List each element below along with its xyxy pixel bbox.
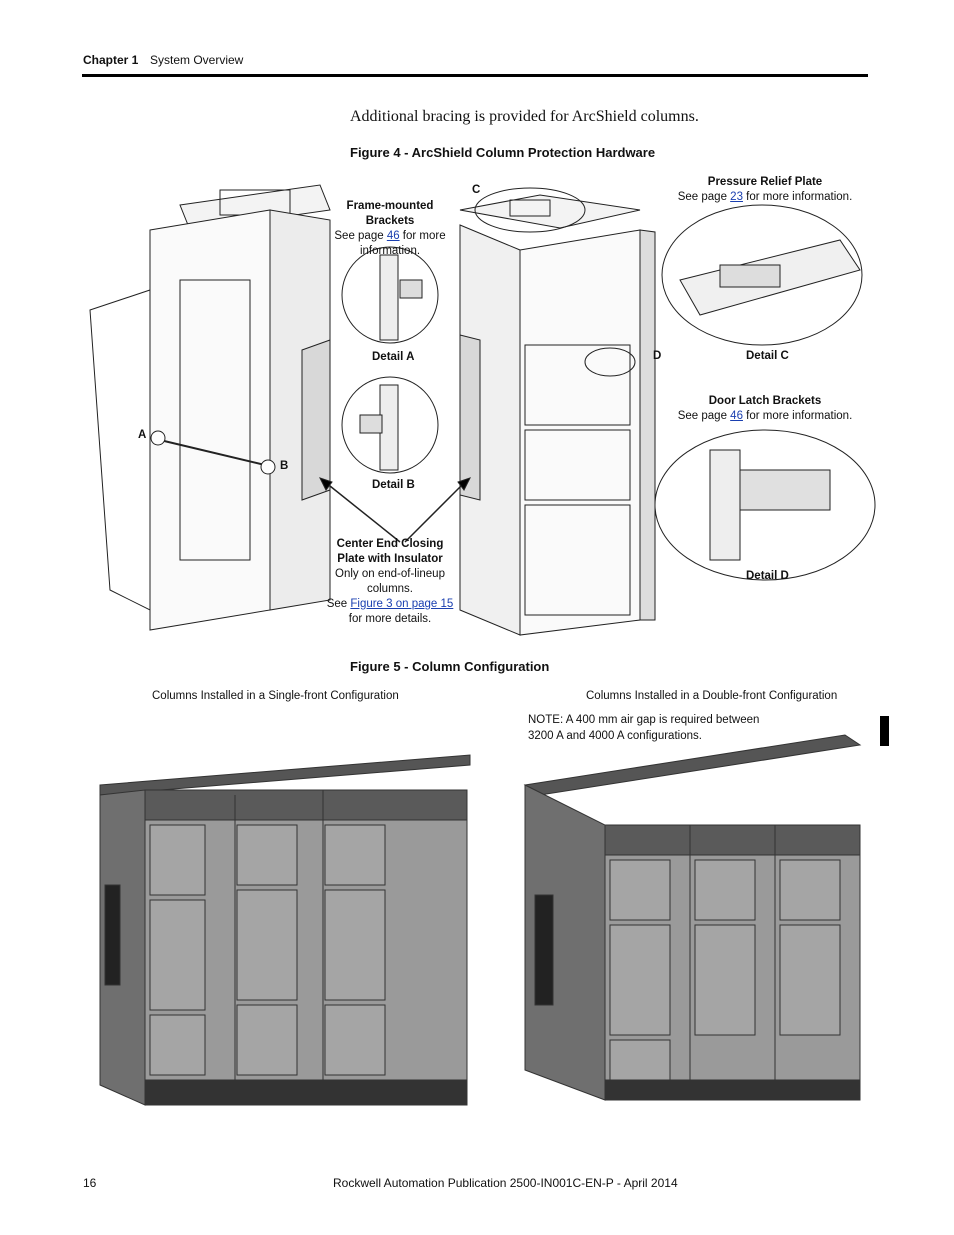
right-cabinet-drawing — [459, 187, 656, 636]
single-front-label: Columns Installed in a Single-front Conf… — [152, 690, 399, 702]
note-line1: NOTE: A 400 mm air gap is required betwe… — [528, 714, 760, 726]
pressure-relief-callout: Pressure Relief Plate See page 23 for mo… — [670, 175, 860, 205]
chapter-thumb-tab — [880, 716, 889, 746]
pressure-relief-ref-suffix: for more information. — [742, 191, 853, 203]
publication-info: Rockwell Automation Publication 2500-IN0… — [333, 1176, 678, 1190]
pressure-relief-ref-prefix: See page — [677, 191, 731, 203]
detail-a-drawing — [341, 246, 439, 344]
note-line2: 3200 A and 4000 A configurations. — [528, 730, 702, 742]
center-end-title-2: Plate with Insulator — [337, 553, 443, 565]
detail-c-label: Detail C — [746, 350, 789, 362]
center-end-line2: columns. — [366, 583, 414, 595]
door-latch-page-link[interactable]: 46 — [730, 410, 743, 422]
frame-brackets-ref-line2: information. — [359, 245, 421, 257]
door-latch-callout: Door Latch Brackets See page 46 for more… — [670, 394, 860, 424]
frame-brackets-ref-suffix: for more — [399, 230, 446, 242]
pressure-relief-page-link[interactable]: 23 — [730, 191, 743, 203]
door-latch-ref-suffix: for more information. — [742, 410, 853, 422]
figure4-illustration — [89, 184, 876, 636]
detail-b-drawing — [341, 376, 439, 474]
figure5-caption: Figure 5 - Column Configuration — [350, 659, 550, 674]
letter-a: A — [138, 429, 147, 441]
frame-brackets-page-link[interactable]: 46 — [386, 230, 400, 242]
center-end-line1: Only on end-of-lineup — [335, 568, 445, 580]
frame-brackets-title: Frame-mounted Brackets — [346, 200, 434, 227]
intro-paragraph: Additional bracing is provided for ArcSh… — [350, 108, 699, 125]
figure3-link[interactable]: Figure 3 on page 15 — [350, 598, 454, 610]
left-cabinet-drawing — [89, 184, 331, 631]
detail-d-label: Detail D — [746, 570, 789, 582]
letter-c: C — [472, 184, 481, 196]
center-end-line4: for more details. — [348, 613, 432, 625]
door-latch-title: Door Latch Brackets — [708, 395, 822, 407]
page-number: 16 — [83, 1176, 97, 1190]
frame-brackets-ref-prefix: See page — [334, 230, 387, 242]
letter-b: B — [280, 460, 289, 472]
frame-brackets-callout: Frame-mounted Brackets See page 46 for m… — [325, 199, 455, 259]
section-title: System Overview — [150, 53, 244, 67]
figure5-illustration — [99, 734, 862, 1106]
single-front-lineup — [99, 754, 471, 1106]
detail-a-label: Detail A — [372, 351, 415, 363]
double-front-label: Columns Installed in a Double-front Conf… — [586, 690, 838, 702]
center-end-see-prefix: See — [326, 598, 351, 610]
pressure-relief-title: Pressure Relief Plate — [707, 176, 823, 188]
letter-d: D — [653, 350, 662, 362]
chapter-label: Chapter 1 — [83, 53, 139, 67]
figure4-caption: Figure 4 - ArcShield Column Protection H… — [350, 145, 656, 160]
center-end-title-1: Center End Closing — [336, 538, 444, 550]
detail-c-drawing — [661, 204, 863, 346]
center-end-callout: Center End Closing Plate with Insulator … — [325, 537, 455, 627]
detail-b-label: Detail B — [372, 479, 415, 491]
double-front-lineup — [523, 734, 862, 1101]
header-rule — [82, 74, 868, 77]
detail-d-drawing — [654, 429, 876, 581]
door-latch-ref-prefix: See page — [677, 410, 731, 422]
